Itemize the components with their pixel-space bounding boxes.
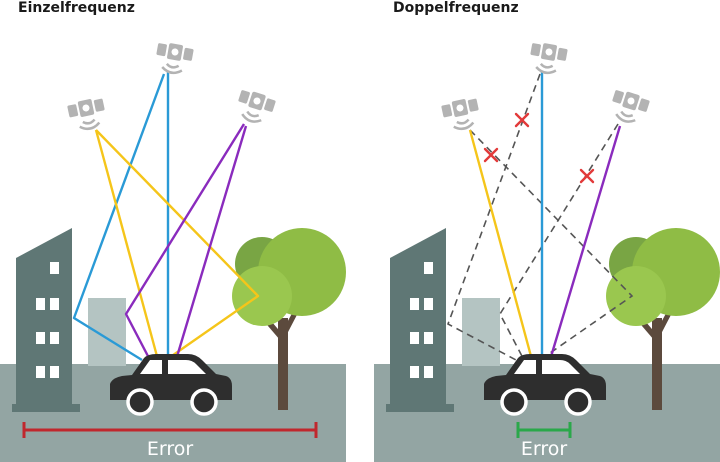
multipath-dashed xyxy=(447,73,634,361)
tree-icon xyxy=(606,228,720,410)
satellite-icon xyxy=(526,39,570,78)
panel-right: Error xyxy=(374,39,720,462)
title-doppelfrequenz: Doppelfrequenz xyxy=(393,0,519,16)
small-building xyxy=(88,298,126,366)
ray-purple-reflected xyxy=(124,123,246,361)
ray-yellow xyxy=(468,129,534,361)
ray-purple-direct xyxy=(174,125,248,361)
ray-purple xyxy=(548,125,622,361)
signal-rays-right xyxy=(468,72,622,361)
error-bar-left xyxy=(22,422,318,438)
error-label-right: Error xyxy=(521,438,568,460)
satellite-icon xyxy=(65,95,110,134)
title-einzelfrequenz: Einzelfrequenz xyxy=(18,0,135,16)
blocked-x-icon xyxy=(579,168,595,184)
error-label-left: Error xyxy=(147,438,194,460)
satellite-icon xyxy=(439,95,484,134)
ray-yellow-reflected xyxy=(95,129,260,361)
signal-rays-left xyxy=(72,72,260,362)
satellite-icon xyxy=(152,39,196,78)
error-bar-right xyxy=(516,422,572,438)
satellite-icon xyxy=(606,86,652,128)
ray-yellow-direct xyxy=(94,129,160,361)
building-icon xyxy=(12,228,80,412)
satellite-icon xyxy=(232,86,278,128)
panel-left: Error xyxy=(0,39,346,462)
tree-icon xyxy=(232,228,346,410)
small-building xyxy=(462,298,500,366)
ray-blue-reflected xyxy=(72,73,166,362)
building-icon xyxy=(386,228,454,412)
